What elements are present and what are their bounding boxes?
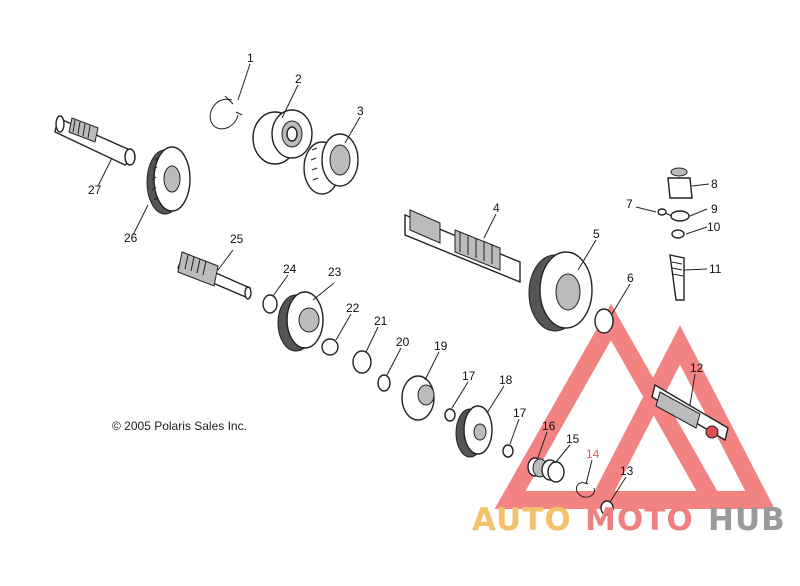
gear-26-part — [146, 146, 191, 215]
callout-17b: 17 — [513, 406, 527, 420]
bearing-part — [252, 109, 313, 165]
callout-20: 20 — [396, 335, 410, 349]
clip-14-part — [576, 482, 595, 498]
gear-23-part — [277, 291, 324, 352]
splined-shaft-25-part — [177, 251, 252, 300]
callout-15: 15 — [566, 432, 580, 446]
callout-17a: 17 — [462, 369, 476, 383]
callout-2: 2 — [295, 72, 302, 86]
watermark-hub: HUB — [708, 502, 786, 538]
callout-1: 1 — [247, 51, 254, 65]
callout-25: 25 — [230, 232, 244, 246]
callout-4: 4 — [493, 201, 500, 215]
callout-10: 10 — [707, 220, 721, 234]
washer-13-part — [600, 500, 614, 516]
callout-labels: 1 2 3 4 5 6 7 8 9 10 11 12 13 14 15 16 1… — [88, 51, 722, 478]
watermark-text: AUTO MOTO HUB — [472, 502, 786, 538]
callout-12: 12 — [690, 361, 704, 375]
gear-5-part — [528, 251, 593, 332]
callout-22: 22 — [346, 301, 360, 315]
callout-18: 18 — [499, 373, 513, 387]
callout-13: 13 — [620, 464, 634, 478]
callout-14: 14 — [586, 447, 600, 461]
washer-17a-part — [444, 408, 456, 422]
shaft-11-part — [669, 254, 685, 301]
callout-7: 7 — [626, 197, 633, 211]
bolt-7-part — [657, 208, 673, 217]
hub-19-part — [401, 375, 435, 421]
washer-22-part — [321, 338, 339, 356]
watermark-auto: AUTO — [472, 502, 572, 538]
bushing-15-part — [541, 459, 565, 483]
callout-9: 9 — [711, 202, 718, 216]
washer-21-part — [352, 350, 372, 374]
callout-23: 23 — [328, 265, 342, 279]
snap-ring-part — [209, 95, 243, 130]
washer-24-part — [262, 294, 278, 314]
callout-3: 3 — [357, 104, 364, 118]
ring-20-part — [377, 374, 391, 392]
washer-9-part — [670, 210, 690, 222]
callout-21: 21 — [374, 314, 388, 328]
callout-26: 26 — [124, 231, 138, 245]
gear-18-part — [455, 405, 493, 458]
callout-11: 11 — [709, 262, 722, 276]
housing-8-part — [667, 167, 693, 199]
callout-24: 24 — [283, 262, 297, 276]
leader-lines — [97, 63, 710, 503]
copyright-notice: © 2005 Polaris Sales Inc. — [112, 419, 247, 433]
needle-bearing-part — [303, 133, 359, 195]
ring-6-part — [594, 308, 614, 334]
callout-16: 16 — [542, 419, 556, 433]
watermark-moto: MOTO — [585, 502, 694, 538]
callout-6: 6 — [627, 271, 634, 285]
callout-19: 19 — [434, 339, 448, 353]
callout-8: 8 — [711, 177, 718, 191]
washer-10-part — [671, 229, 685, 239]
callout-27: 27 — [88, 183, 102, 197]
callout-5: 5 — [593, 227, 600, 241]
main-shaft-part — [404, 209, 521, 284]
input-shaft-part — [54, 115, 136, 166]
washer-17b-part — [502, 444, 514, 458]
shaft-12-part — [651, 383, 729, 442]
